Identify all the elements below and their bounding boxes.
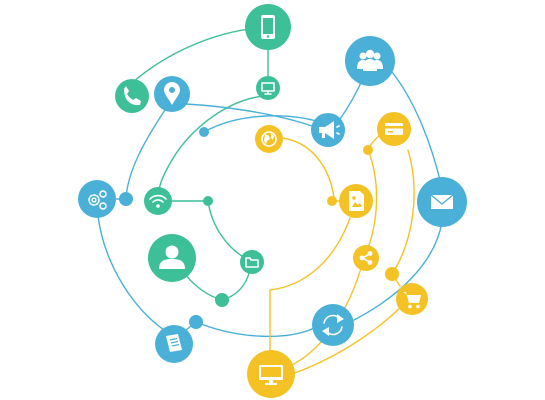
- envelope-icon: [430, 194, 454, 209]
- connector-location-megaphone: [185, 103, 313, 127]
- book-icon: [166, 334, 182, 352]
- connector-globe-imagefile: [281, 137, 335, 199]
- connector-settings-book: [97, 215, 171, 335]
- connector-wifi-folder: [207, 200, 246, 259]
- connector-card-cart-arc: [391, 149, 415, 275]
- node-folder[interactable]: [240, 250, 264, 274]
- node-user[interactable]: [148, 234, 196, 282]
- junction-dots: [119, 127, 399, 329]
- monitor-icon: [259, 365, 283, 385]
- connector-sync-mail: [353, 221, 443, 321]
- node-phone[interactable]: [245, 4, 291, 50]
- node-sync[interactable]: [312, 304, 354, 346]
- smartphone-icon: [261, 15, 275, 39]
- shopping-cart-icon: [403, 292, 421, 309]
- junction-dot: [363, 145, 373, 155]
- user-icon: [159, 245, 185, 269]
- node-image-file[interactable]: [339, 184, 373, 218]
- connector-cart-monitor: [291, 307, 401, 375]
- junction-dot: [385, 267, 399, 281]
- junction-dot: [199, 127, 209, 137]
- megaphone-icon: [319, 121, 340, 139]
- node-location[interactable]: [154, 76, 190, 112]
- connector-location-arc: [125, 109, 166, 199]
- node-mail[interactable]: [417, 177, 467, 227]
- node-call[interactable]: [115, 79, 149, 113]
- junction-dot: [327, 196, 337, 206]
- node-card[interactable]: [377, 112, 411, 146]
- junction-dot: [215, 293, 229, 307]
- junction-dot: [189, 315, 203, 329]
- node-cart[interactable]: [396, 283, 428, 315]
- phone-handset-icon: [124, 86, 141, 106]
- junction-dot: [203, 196, 213, 206]
- folder-icon: [245, 257, 259, 268]
- refresh-icon: [322, 314, 344, 336]
- connector-imagefile-monitor: [269, 217, 351, 351]
- node-group[interactable]: [345, 36, 395, 86]
- image-file-icon: [349, 191, 364, 211]
- node-wifi[interactable]: [144, 187, 172, 215]
- node-megaphone[interactable]: [311, 113, 345, 147]
- node-monitor-large[interactable]: [247, 350, 295, 398]
- node-settings[interactable]: [78, 180, 116, 218]
- credit-card-icon: [385, 123, 403, 135]
- gears-icon: [88, 190, 107, 210]
- connector-call-phone: [132, 27, 259, 83]
- globe-icon: [261, 131, 277, 147]
- share-icon: [359, 251, 373, 265]
- wifi-icon: [149, 194, 167, 208]
- connector-dot-sync: [195, 321, 315, 338]
- users-icon: [357, 49, 383, 71]
- node-book[interactable]: [155, 325, 193, 363]
- node-share[interactable]: [353, 245, 379, 271]
- junction-dot: [119, 192, 133, 206]
- map-pin-icon: [164, 82, 180, 105]
- connector-group-mail: [391, 71, 441, 181]
- node-globe[interactable]: [255, 125, 283, 153]
- node-desktop-small[interactable]: [256, 76, 280, 100]
- monitor-icon: [261, 82, 275, 95]
